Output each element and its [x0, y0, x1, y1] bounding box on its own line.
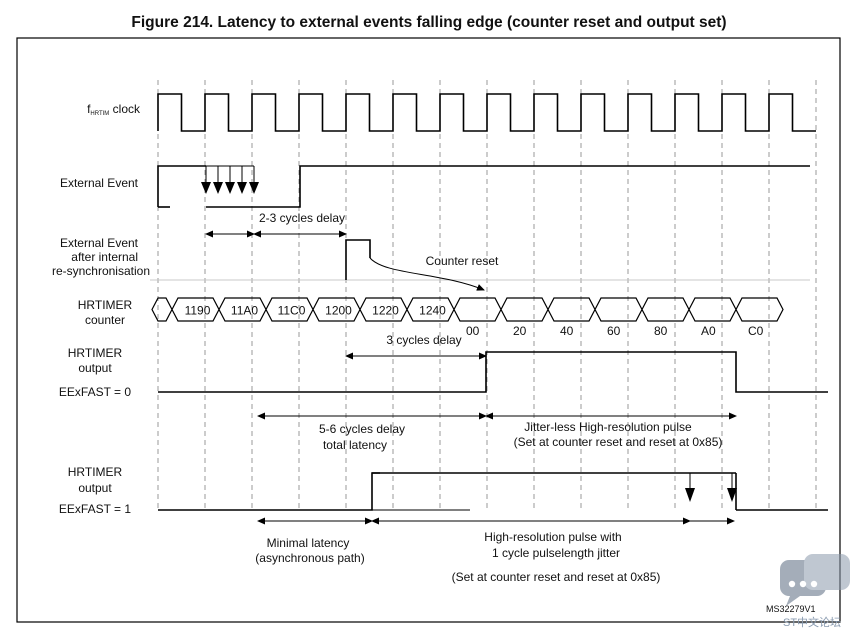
jitterless-label-1: Jitter-less High-resolution pulse	[524, 420, 692, 434]
resync-label-1: External Event	[60, 236, 139, 250]
clock-label: fHRTIM clock	[87, 102, 141, 117]
counter-segment-lead	[151, 297, 173, 322]
counter-value: 1190	[185, 304, 211, 318]
counter-segment	[547, 297, 596, 322]
external-event-wave-low	[206, 165, 810, 208]
resync-waveform	[345, 239, 371, 280]
out1-label-3: EExFAST = 1	[59, 502, 131, 516]
counter-segment	[594, 297, 643, 322]
counter-value: 20	[513, 324, 527, 338]
counter-value: 1220	[372, 304, 399, 318]
out0-label-2: output	[78, 361, 112, 375]
counter-value: A0	[701, 324, 716, 338]
counter-reset-label: Counter reset	[426, 254, 499, 268]
counter-segment	[453, 297, 502, 322]
counter-segment	[641, 297, 690, 322]
clock-label-f: f	[87, 102, 91, 116]
external-event-wave-high	[157, 165, 206, 207]
counter-segment	[500, 297, 549, 322]
minimal-latency-label-1: Minimal latency	[267, 536, 350, 550]
counter-label-1: HRTIMER	[78, 298, 133, 312]
clock-label-suffix: clock	[109, 102, 141, 116]
out1-reset-arrowhead-b	[727, 488, 737, 502]
counter-value: 11C0	[278, 304, 306, 318]
out1-label-1: HRTIMER	[68, 465, 123, 479]
figure-title: Figure 214. Latency to external events f…	[131, 14, 726, 31]
hr-pulse-label-3: (Set at counter reset and reset at 0x85)	[452, 570, 661, 584]
counter-label-2: counter	[85, 313, 125, 327]
out0-label-1: HRTIMER	[68, 346, 123, 360]
counter-bus: 1190 11A0 11C0 1200 1220 1240 00 20 40 60 80 A0 C0	[151, 297, 784, 338]
resync-label-2: after internal	[71, 250, 138, 264]
external-event-falling-edge-arrows	[201, 166, 259, 194]
counter-value: C0	[748, 324, 764, 338]
out0-label-3: EExFAST = 0	[59, 385, 131, 399]
figure-frame	[16, 37, 841, 623]
clock-label-sub: HRTIM	[90, 111, 109, 117]
counter-value: 40	[560, 324, 574, 338]
counter-value: 80	[654, 324, 668, 338]
counter-segment	[735, 297, 784, 322]
jitterless-label-2: (Set at counter reset and reset at 0x85)	[514, 435, 723, 449]
watermark-text: ST中文论坛	[783, 615, 841, 629]
counter-value: 1200	[325, 304, 352, 318]
total-latency-label-1: 5-6 cycles delay	[319, 422, 405, 436]
external-event-label: External Event	[60, 176, 139, 190]
out1-label-2: output	[78, 481, 112, 495]
out1-waveform-low	[158, 472, 380, 511]
delay-3-label: 3 cycles delay	[386, 333, 461, 347]
hr-pulse-label-1: High-resolution pulse with	[484, 530, 621, 544]
clock-waveform	[157, 93, 816, 132]
counter-reset-curve	[369, 257, 485, 291]
out0-waveform	[158, 351, 828, 393]
out1-reset-arrowhead-a	[685, 488, 695, 502]
delay-2-3-label: 2-3 cycles delay	[259, 211, 345, 225]
minimal-latency-label-2: (asynchronous path)	[255, 551, 364, 565]
counter-value: 1240	[419, 304, 446, 318]
counter-value: 60	[607, 324, 621, 338]
chat-bubble-icon	[780, 554, 850, 606]
total-latency-label-2: total latency	[323, 438, 387, 452]
counter-segment	[688, 297, 737, 322]
figure-id: MS32279V1	[766, 604, 816, 614]
hr-pulse-label-2: 1 cycle pulselength jitter	[492, 546, 620, 560]
resync-label-3: re-synchronisation	[52, 264, 150, 278]
counter-value: 11A0	[231, 304, 258, 318]
counter-value: 00	[466, 324, 480, 338]
